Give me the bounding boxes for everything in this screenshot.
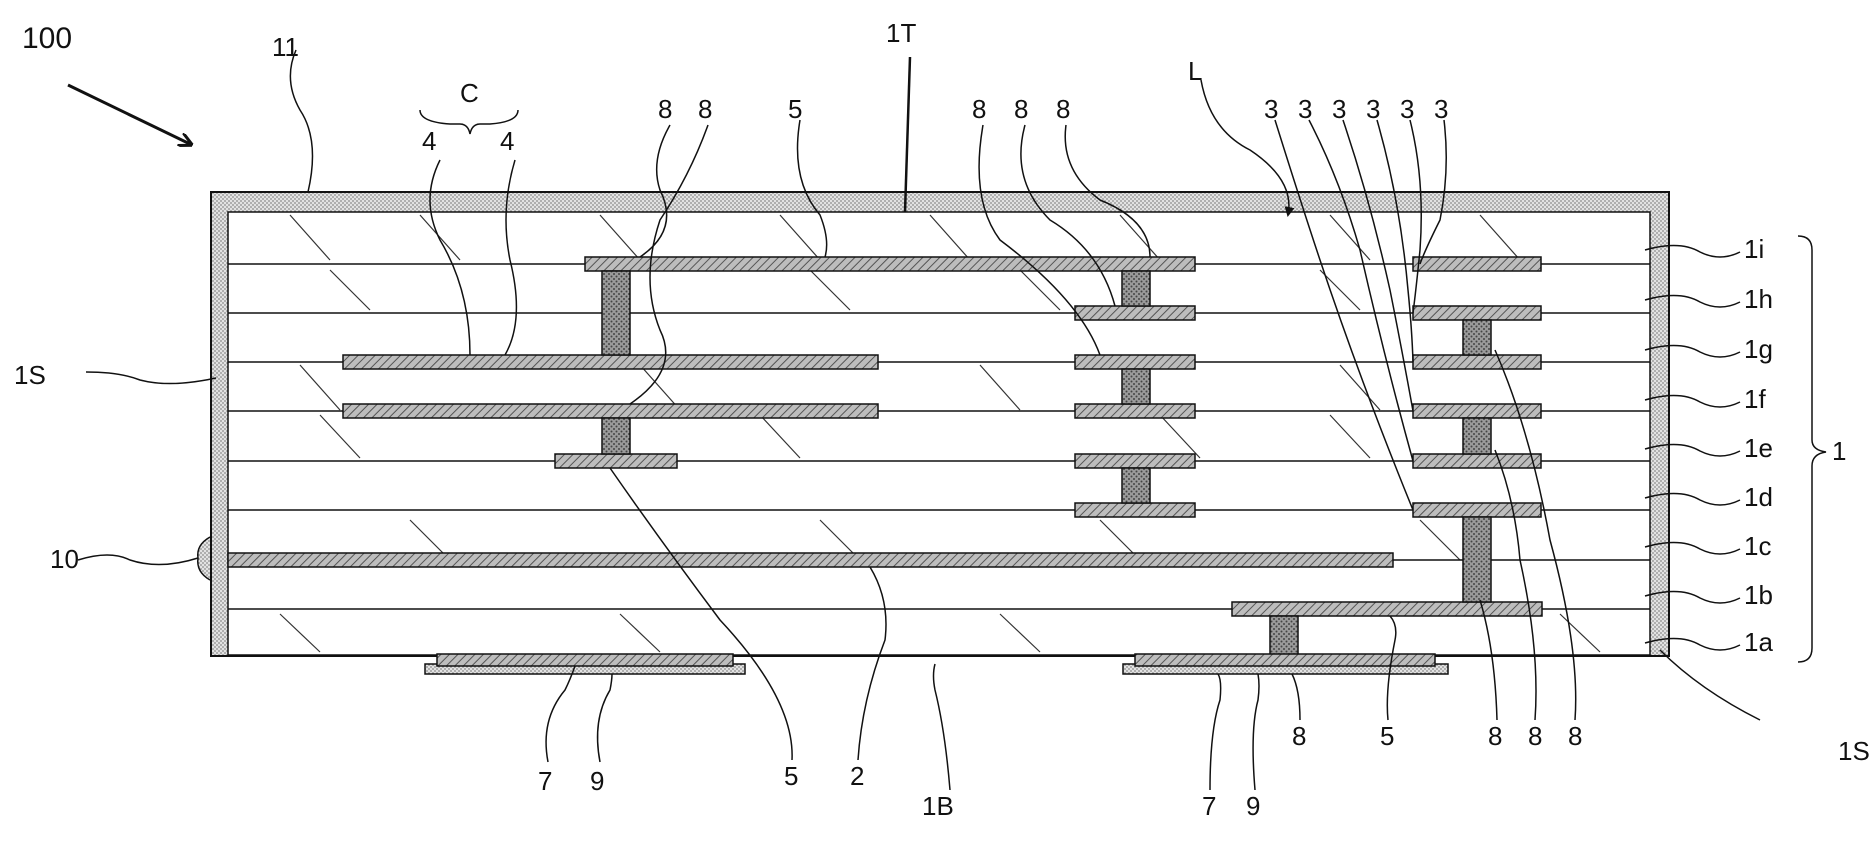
- label-7-left: 7: [538, 766, 552, 796]
- label-1T: 1T: [886, 18, 916, 48]
- label-5-top: 5: [788, 94, 802, 124]
- label-3-d: 3: [1366, 94, 1380, 124]
- terminal-10: [198, 537, 210, 580]
- label-layer-1h: 1h: [1744, 284, 1773, 314]
- label-11: 11: [272, 32, 299, 62]
- label-5-left: 5: [784, 761, 798, 791]
- label-layer-1f: 1f: [1744, 384, 1766, 414]
- label-layer-1a: 1a: [1744, 627, 1773, 657]
- label-8-bottom-d: 8: [1568, 721, 1582, 751]
- label-3-b: 3: [1298, 94, 1312, 124]
- label-C: C: [460, 78, 479, 108]
- label-layer-1i: 1i: [1744, 234, 1764, 264]
- label-4-b: 4: [500, 126, 514, 156]
- label-L: L: [1188, 56, 1202, 86]
- label-8-b: 8: [698, 94, 712, 124]
- label-8-bottom-a: 8: [1292, 721, 1306, 751]
- label-8-bottom-c: 8: [1528, 721, 1542, 751]
- label-5-right: 5: [1380, 721, 1394, 751]
- label-layer-1e: 1e: [1744, 433, 1773, 463]
- label-8-bottom-b: 8: [1488, 721, 1502, 751]
- label-layer-1g: 1g: [1744, 334, 1773, 364]
- label-1S-right: 1S: [1838, 736, 1870, 766]
- label-9-right: 9: [1246, 791, 1260, 821]
- label-100: 100: [22, 22, 72, 55]
- label-9-left: 9: [590, 766, 604, 796]
- label-3-e: 3: [1400, 94, 1414, 124]
- label-3-c: 3: [1332, 94, 1346, 124]
- label-1B: 1B: [922, 791, 954, 821]
- label-8-e: 8: [1056, 94, 1070, 124]
- label-2: 2: [850, 761, 864, 791]
- label-3-f: 3: [1434, 94, 1448, 124]
- label-8-d: 8: [1014, 94, 1028, 124]
- label-8-a: 8: [658, 94, 672, 124]
- label-layer-1d: 1d: [1744, 482, 1773, 512]
- label-1: 1: [1832, 436, 1846, 466]
- label-7-right: 7: [1202, 791, 1216, 821]
- label-layer-1b: 1b: [1744, 580, 1773, 610]
- label-8-c: 8: [972, 94, 986, 124]
- label-3-a: 3: [1264, 94, 1278, 124]
- label-layer-1c: 1c: [1744, 531, 1771, 561]
- label-1S-left: 1S: [14, 360, 46, 390]
- label-10: 10: [50, 544, 79, 574]
- label-4-a: 4: [422, 126, 436, 156]
